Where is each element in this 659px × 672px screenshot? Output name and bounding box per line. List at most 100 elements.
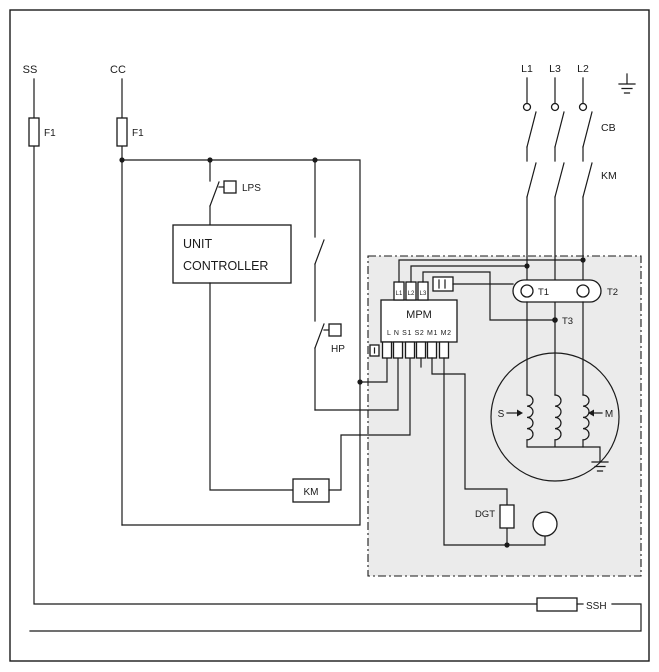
junction-dots bbox=[119, 157, 586, 548]
km-contactor-label: KM bbox=[601, 170, 617, 182]
cc-supply: CC F1 bbox=[110, 64, 144, 526]
wire bbox=[526, 301, 584, 396]
pressure-switch-icon bbox=[223, 180, 237, 194]
plate bbox=[512, 279, 602, 303]
wire bbox=[526, 146, 584, 162]
lps-switch: LPS bbox=[209, 159, 261, 226]
ss-supply: SS F1 bbox=[23, 64, 538, 605]
unit-controller-title: UNIT bbox=[183, 237, 213, 251]
unit-controller: UNIT CONTROLLER bbox=[172, 224, 292, 284]
terminal bbox=[426, 341, 438, 359]
terminal bbox=[438, 341, 450, 359]
arrow-head bbox=[517, 409, 523, 417]
hp-switch: HP bbox=[314, 323, 345, 411]
lps-label: LPS bbox=[242, 183, 261, 194]
wire bbox=[359, 357, 388, 383]
controller-contact bbox=[314, 159, 325, 322]
t2-terminal bbox=[576, 284, 590, 298]
contactor-contact bbox=[526, 162, 593, 198]
terminal bbox=[381, 341, 393, 359]
mpm-label: MPM bbox=[406, 309, 432, 321]
fuse-icon bbox=[116, 117, 128, 147]
page-border bbox=[9, 9, 650, 662]
unit-controller-box bbox=[172, 224, 292, 284]
dgt-sensor: DGT bbox=[475, 504, 558, 537]
junction-dot bbox=[119, 157, 125, 163]
sensor-circle bbox=[532, 511, 558, 537]
main-winding-label: M bbox=[605, 409, 613, 420]
t1-terminal bbox=[520, 284, 534, 298]
terminal bbox=[415, 341, 427, 359]
mpm-top-terminal-label: L3 bbox=[420, 291, 427, 297]
winding-coil bbox=[526, 394, 534, 441]
junction-dot bbox=[357, 379, 363, 385]
switch-blade bbox=[314, 323, 325, 349]
winding-coil bbox=[554, 394, 562, 441]
ground-icon bbox=[582, 446, 609, 472]
terminal-plate: T1 T2 T3 bbox=[512, 279, 618, 327]
junction-dot bbox=[524, 263, 530, 269]
wire bbox=[443, 357, 546, 546]
wire bbox=[410, 265, 528, 283]
terminal bbox=[392, 341, 404, 359]
ground-icon bbox=[618, 73, 636, 94]
ss-label: SS bbox=[23, 64, 38, 76]
junction-dot bbox=[312, 157, 318, 163]
mpm-sense-wiring bbox=[398, 259, 584, 321]
fuse-icon bbox=[28, 117, 40, 147]
wire bbox=[526, 77, 584, 104]
wire bbox=[398, 259, 584, 283]
breaker-blade bbox=[526, 111, 593, 148]
km-coil-label: KM bbox=[304, 487, 319, 498]
ground-lines bbox=[618, 73, 636, 94]
f1-label: F1 bbox=[44, 128, 56, 139]
junction-dot bbox=[207, 157, 213, 163]
power-supply: L1 L3 L2 CB KM bbox=[521, 63, 617, 321]
wire bbox=[29, 603, 642, 632]
contact-blade bbox=[314, 239, 325, 265]
dgt-label: DGT bbox=[475, 509, 495, 520]
pressure-switch-icon bbox=[328, 323, 342, 337]
ssh-label: SSH bbox=[586, 601, 607, 612]
supply-l3-label: L3 bbox=[549, 63, 561, 75]
supply-l2-label: L2 bbox=[577, 63, 589, 75]
hp-label: HP bbox=[331, 344, 345, 355]
control-loop-wire bbox=[121, 159, 361, 526]
breaker-contact bbox=[578, 102, 588, 112]
star-point-wire bbox=[526, 439, 584, 448]
wire bbox=[209, 282, 294, 491]
connector-icon bbox=[432, 276, 454, 292]
motor-circle bbox=[490, 352, 620, 482]
switch-blade bbox=[209, 181, 220, 207]
wire bbox=[328, 357, 411, 491]
start-winding-label: S bbox=[498, 409, 505, 420]
wire bbox=[314, 357, 399, 411]
t3-label: T3 bbox=[562, 316, 573, 327]
junction-dot bbox=[580, 257, 586, 263]
ssh-box bbox=[536, 597, 578, 612]
t1-label: T1 bbox=[538, 287, 549, 298]
mpm-terminal-row-label: L N S1 S2 M1 M2 bbox=[387, 330, 451, 337]
junction-dot bbox=[504, 542, 510, 548]
winding-coil bbox=[582, 394, 590, 441]
supply-l1-label: L1 bbox=[521, 63, 533, 75]
cb-label: CB bbox=[601, 122, 616, 134]
breaker-contact bbox=[522, 102, 532, 112]
unit-controller-title: CONTROLLER bbox=[183, 259, 268, 273]
motor: S M bbox=[490, 301, 620, 482]
dgt-wiring bbox=[420, 357, 546, 546]
cc-label: CC bbox=[110, 64, 126, 76]
mpm-top-terminal-label: L1 bbox=[396, 291, 403, 297]
f1-label: F1 bbox=[132, 128, 144, 139]
mpm-module: MPM L N S1 S2 M1 M2 L1 L2 L3 bbox=[369, 276, 458, 359]
ssh-heater: SSH bbox=[29, 597, 642, 632]
mpm-top-terminal-label: L2 bbox=[408, 291, 415, 297]
km-coil: KM bbox=[209, 282, 411, 503]
wire bbox=[422, 271, 556, 321]
breaker-contact bbox=[550, 102, 560, 112]
terminal bbox=[404, 341, 416, 359]
wire bbox=[431, 357, 508, 506]
wire bbox=[33, 78, 538, 605]
connector-pins bbox=[438, 279, 446, 289]
